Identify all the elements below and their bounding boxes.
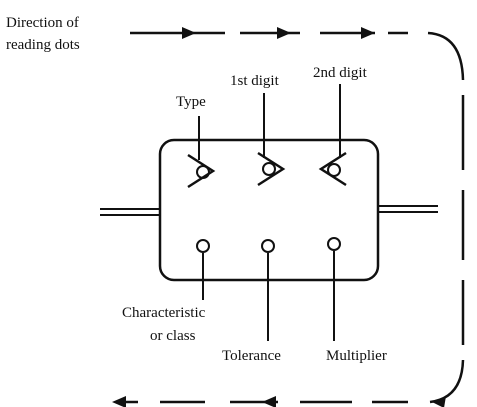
direction-label-line1: Direction of <box>6 15 79 31</box>
dot-tolerance <box>261 239 275 253</box>
arrow-top-1 <box>182 27 196 39</box>
leader-lines <box>198 84 341 341</box>
dot-multiplier <box>327 237 341 251</box>
direction-arrowheads <box>112 27 446 407</box>
label-first-digit: 1st digit <box>230 73 280 89</box>
label-tolerance: Tolerance <box>222 348 281 364</box>
top-dot-type <box>187 153 216 189</box>
arrow-bottom-1 <box>262 396 276 407</box>
capacitor-leads <box>100 205 438 216</box>
bottom-dots <box>196 237 341 253</box>
top-dot-second-digit <box>318 151 347 187</box>
label-characteristic-line1: Characteristic <box>122 305 206 321</box>
arrow-bottom-2 <box>112 396 126 407</box>
direction-label-line2: reading dots <box>6 37 80 53</box>
label-multiplier: Multiplier <box>326 348 387 364</box>
dot-characteristic <box>196 239 210 253</box>
arrow-top-3 <box>361 27 375 39</box>
arrow-top-2 <box>277 27 291 39</box>
arrow-bottom-right <box>432 396 446 407</box>
label-second-digit: 2nd digit <box>313 65 368 81</box>
label-type: Type <box>176 94 206 110</box>
top-dot-first-digit <box>257 151 286 187</box>
label-characteristic-line2: or class <box>150 328 196 344</box>
